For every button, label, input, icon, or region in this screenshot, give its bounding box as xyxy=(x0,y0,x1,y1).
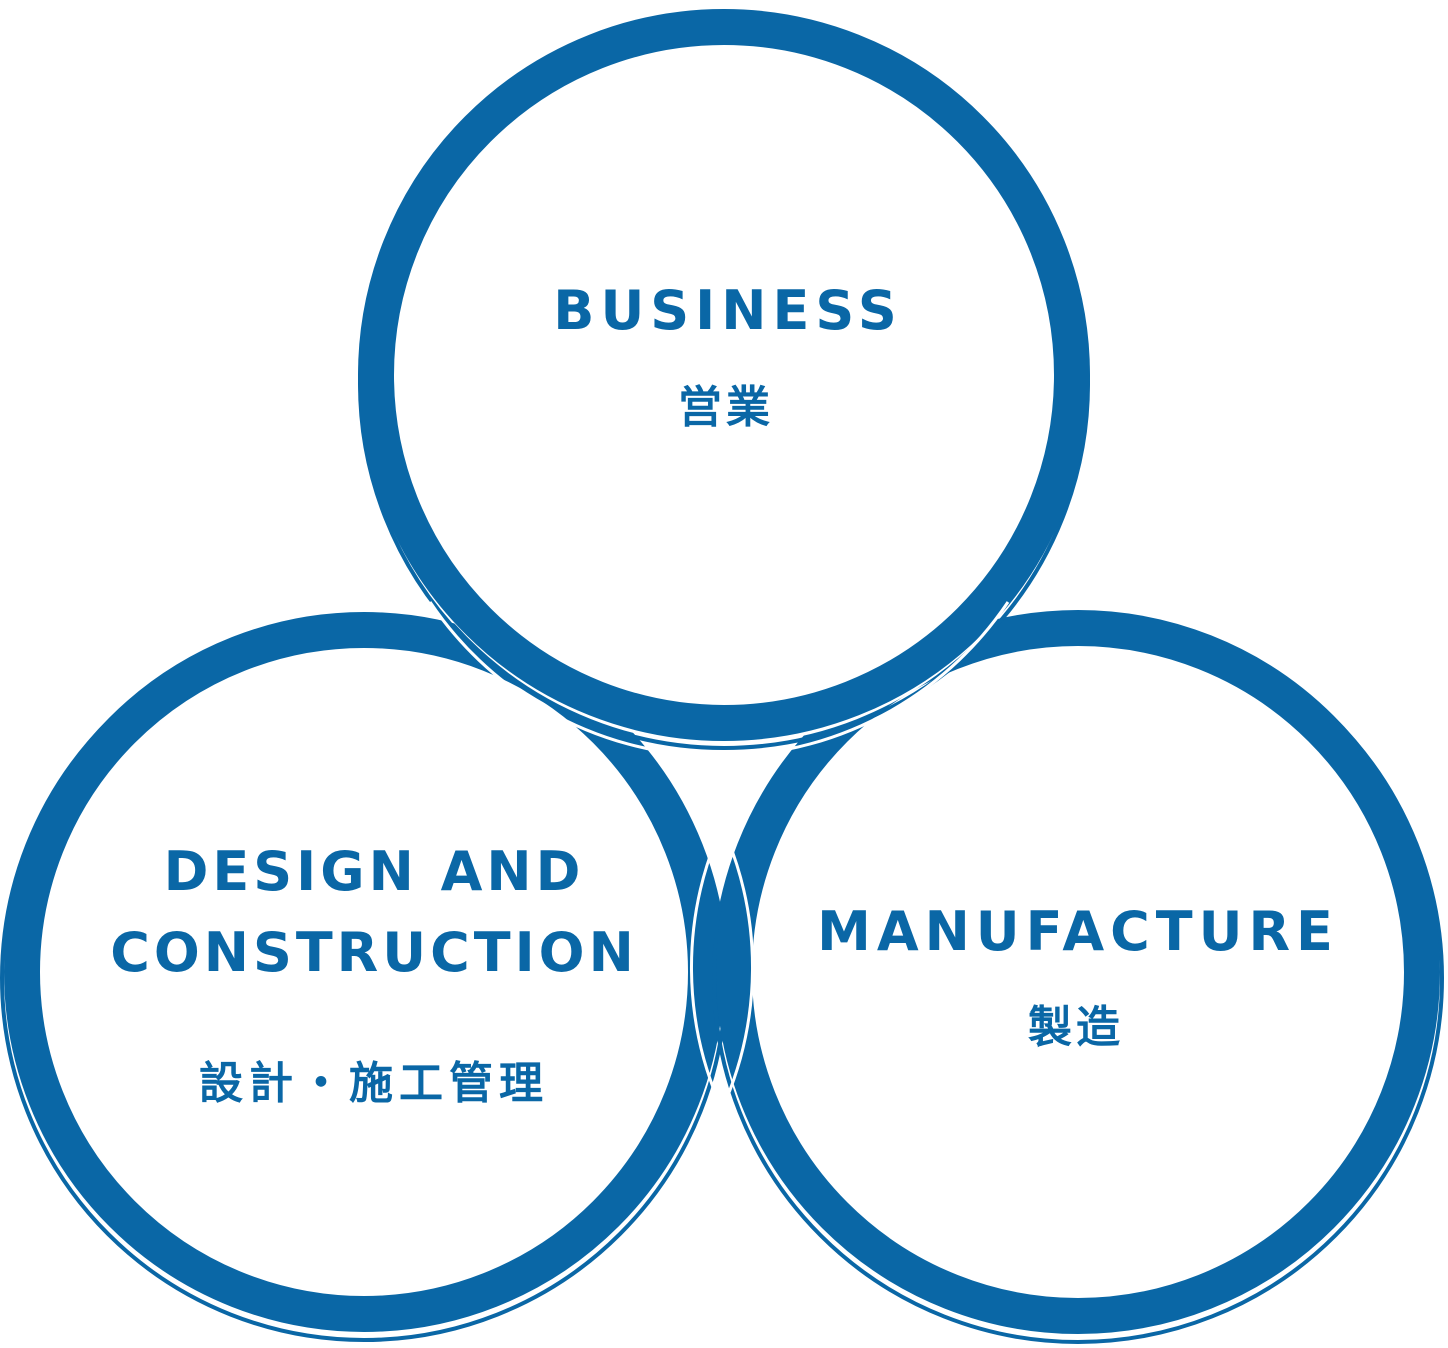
business-subtitle: 営業 xyxy=(678,382,774,433)
design-title-line1: DESIGN AND xyxy=(164,840,585,903)
design-subtitle: 設計・施工管理 xyxy=(199,1058,549,1109)
design-title-line2: CONSTRUCTION xyxy=(110,921,638,984)
manufacture-title: MANUFACTURE xyxy=(817,900,1339,963)
manufacture-circle xyxy=(712,610,1444,1344)
manufacture-subtitle: 製造 xyxy=(1028,1002,1124,1053)
business-circle xyxy=(358,9,1090,750)
business-title: BUSINESS xyxy=(553,279,902,342)
interlace-strokes xyxy=(428,601,1010,1101)
